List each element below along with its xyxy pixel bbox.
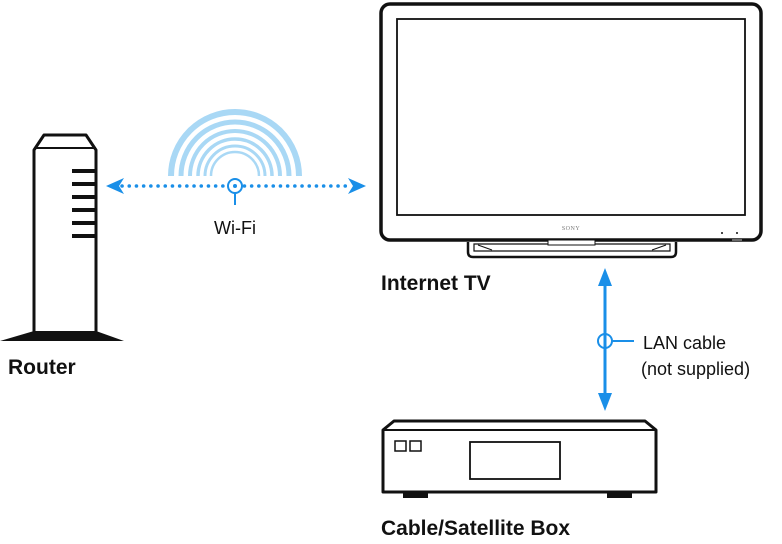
wifi-label: Wi-Fi	[214, 218, 256, 238]
tv-label: Internet TV	[381, 272, 491, 295]
tv-icon: SONY	[379, 2, 763, 259]
wifi-waves-icon	[168, 109, 302, 177]
router-status-lights	[72, 169, 95, 238]
box-display	[469, 441, 561, 480]
lan-label: LAN cable	[643, 333, 726, 353]
lan-connection	[597, 268, 634, 411]
lan-sublabel: (not supplied)	[641, 359, 750, 379]
box-label: Cable/Satellite Box	[381, 517, 570, 540]
arrow-up-icon	[598, 268, 612, 286]
tv-stand	[466, 239, 678, 259]
arrow-left-icon	[106, 178, 124, 194]
set-top-box-icon	[381, 419, 658, 498]
router-icon	[0, 133, 124, 341]
arrow-down-icon	[598, 393, 612, 411]
tv-brand-logo: SONY	[562, 226, 581, 232]
arrow-right-icon	[348, 178, 366, 194]
wifi-connection	[106, 178, 366, 205]
router-label: Router	[8, 356, 76, 379]
